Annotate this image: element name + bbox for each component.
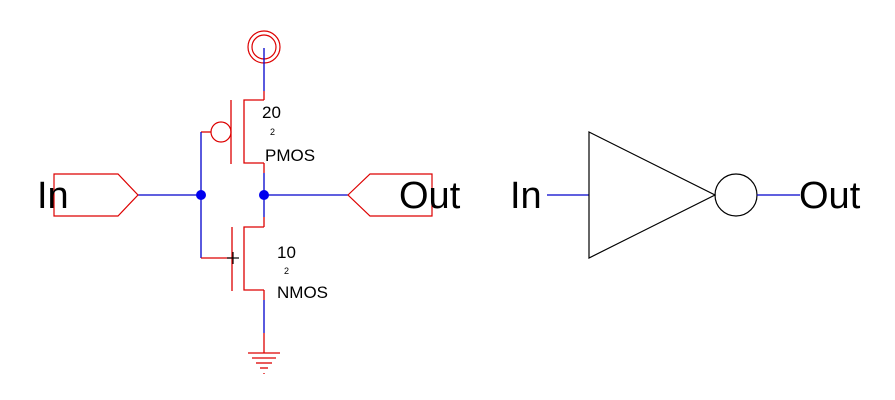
input-port-label: In	[37, 175, 69, 217]
output-port-label: Out	[399, 175, 461, 217]
inverter-bubble	[714, 173, 758, 217]
output-port[interactable]: Out	[347, 173, 461, 217]
nmos-width-label: 10	[277, 243, 296, 262]
ground-icon	[248, 352, 280, 374]
cmos-inverter-schematic: 20 2 PMOS 10 2 NMOS	[37, 30, 461, 374]
pmos-transistor[interactable]	[201, 99, 264, 164]
inverter-triangle	[588, 131, 717, 259]
pmos-type-label: PMOS	[265, 146, 315, 165]
symbol-output-label: Out	[799, 175, 861, 217]
cursor-crosshair-icon	[227, 252, 239, 264]
input-port-shape	[53, 173, 139, 217]
pmos-width-label: 20	[262, 103, 281, 122]
input-port[interactable]: In	[37, 173, 139, 217]
inverter-logic-symbol[interactable]: In Out	[510, 131, 861, 259]
nmos-transistor[interactable]	[201, 226, 264, 291]
input-junction-node	[196, 190, 206, 200]
symbol-input-label: In	[510, 175, 542, 217]
pmos-length-label: 2	[270, 127, 275, 137]
nmos-length-label: 2	[284, 266, 289, 276]
pmos-gate-bubble	[210, 121, 232, 143]
nmos-type-label: NMOS	[277, 283, 328, 302]
output-junction-node	[259, 190, 269, 200]
output-port-shape	[347, 173, 433, 217]
